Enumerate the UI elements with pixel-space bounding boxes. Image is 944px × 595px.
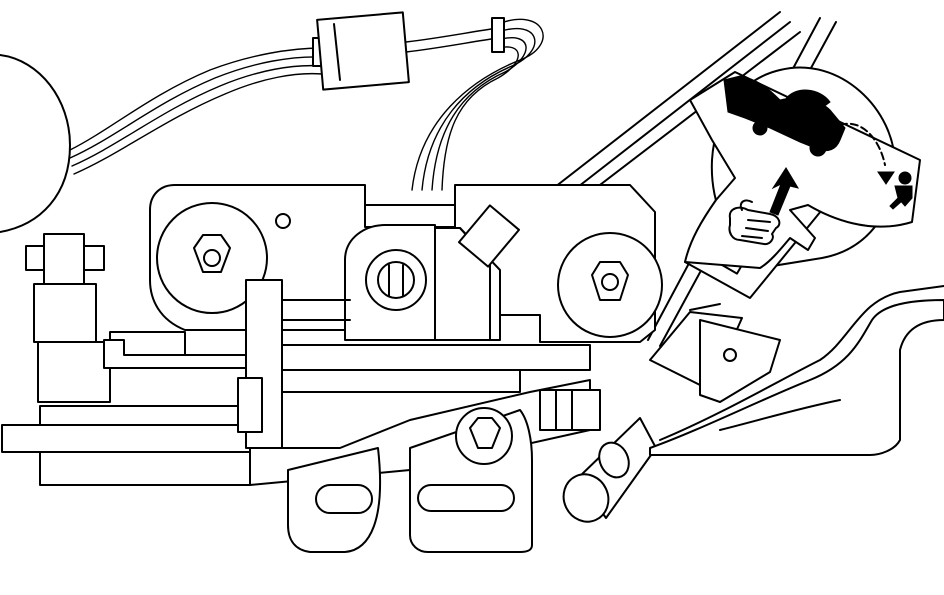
wire-connector (312, 11, 505, 91)
wire-harness (69, 18, 544, 191)
motion-arc (839, 122, 886, 166)
wire-pass-slot (364, 204, 456, 228)
actuator-left (25, 233, 121, 403)
mount-slot-right (417, 484, 515, 512)
striker-pin (562, 417, 657, 523)
lower-mount-bracket (287, 389, 601, 553)
child-figure-icon (889, 171, 913, 210)
hex-socket-bolt-icon (469, 417, 501, 449)
mount-slot-left (315, 484, 373, 514)
hand-pull-icon (728, 199, 781, 246)
pull-arrow-icon (769, 167, 800, 216)
trunk-body-panel (649, 299, 944, 456)
arm-pivot-hole (723, 348, 737, 362)
cable-end-fitting (458, 204, 520, 268)
trunk-release-handle[interactable] (684, 71, 921, 269)
plate-screw (275, 213, 291, 229)
lock-cylinder-left (0, 54, 71, 233)
